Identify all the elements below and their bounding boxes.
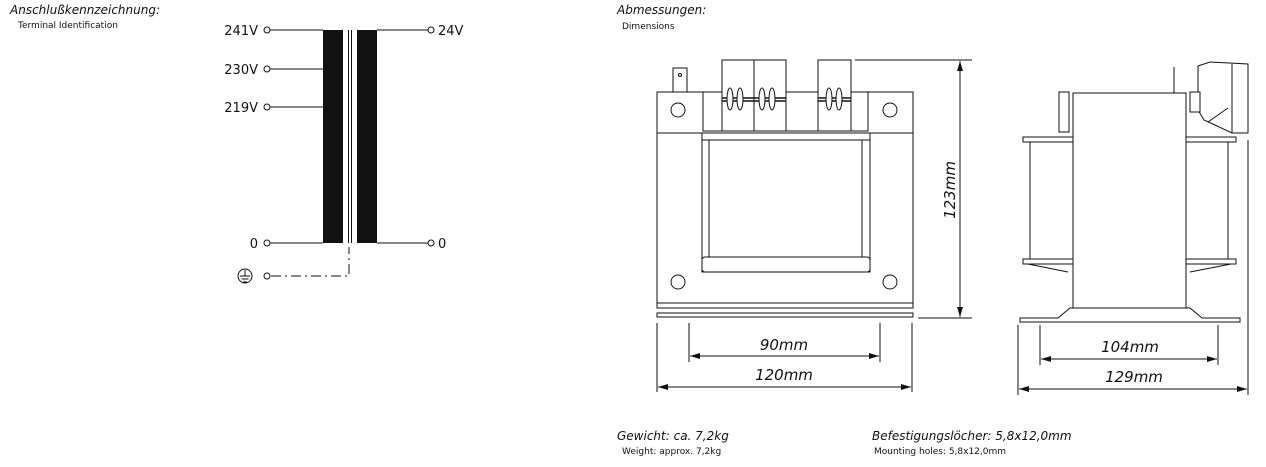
mounting-hole-icon bbox=[882, 274, 898, 290]
terminal-icon bbox=[263, 103, 271, 111]
tap-label: 0 bbox=[250, 237, 258, 252]
tap-label: 230V bbox=[224, 63, 258, 78]
terminal-block-icon bbox=[721, 59, 852, 132]
weight-de: Gewicht: ca. 7,2kg bbox=[617, 429, 729, 443]
terminal-icon bbox=[263, 272, 271, 280]
weight-en: Weight: approx. 7,2kg bbox=[622, 447, 721, 457]
secondary-winding bbox=[357, 30, 377, 243]
mounting-holes-en: Mounting holes: 5,8x12,0mm bbox=[874, 447, 1006, 457]
terminal-icon bbox=[427, 239, 435, 247]
mounting-depth-dimension: 104mm bbox=[1101, 338, 1159, 356]
primary-winding bbox=[323, 30, 343, 243]
terminal-icon bbox=[263, 239, 271, 247]
tap-label: 219V bbox=[224, 101, 258, 116]
earth-tab-icon bbox=[672, 67, 688, 93]
tap-label: 0 bbox=[438, 237, 446, 252]
terminal-icon bbox=[263, 65, 271, 73]
terminal-block-icon bbox=[1189, 61, 1249, 134]
overall-depth-dimension: 129mm bbox=[1105, 368, 1163, 386]
transformer-schematic: 241V 230V 219V 0 24V 0 bbox=[224, 24, 464, 284]
front-view: 123mm 90mm 120mm bbox=[656, 59, 972, 392]
terminal-icon bbox=[263, 26, 271, 34]
terminal-heading-de: Anschlußkennzeichnung: bbox=[9, 3, 160, 17]
mounting-holes-de: Befestigungslöcher: 5,8x12,0mm bbox=[872, 429, 1072, 443]
mounting-width-dimension: 90mm bbox=[760, 336, 808, 354]
mounting-hole-icon bbox=[670, 274, 686, 290]
mounting-hole-icon bbox=[882, 102, 898, 118]
dimensions-heading-en: Dimensions bbox=[622, 22, 675, 32]
shield-line bbox=[271, 247, 350, 277]
terminal-icon bbox=[427, 26, 435, 34]
height-dimension: 123mm bbox=[941, 161, 959, 219]
dimensions-heading-de: Abmessungen: bbox=[616, 3, 706, 17]
overall-width-dimension: 120mm bbox=[755, 366, 813, 384]
tap-label: 241V bbox=[224, 24, 258, 39]
tap-label: 24V bbox=[438, 24, 464, 39]
terminal-heading-en: Terminal Identification bbox=[17, 21, 118, 31]
mounting-hole-icon bbox=[670, 102, 686, 118]
side-view: 104mm 129mm bbox=[1017, 61, 1249, 395]
protective-earth-icon bbox=[237, 268, 253, 284]
